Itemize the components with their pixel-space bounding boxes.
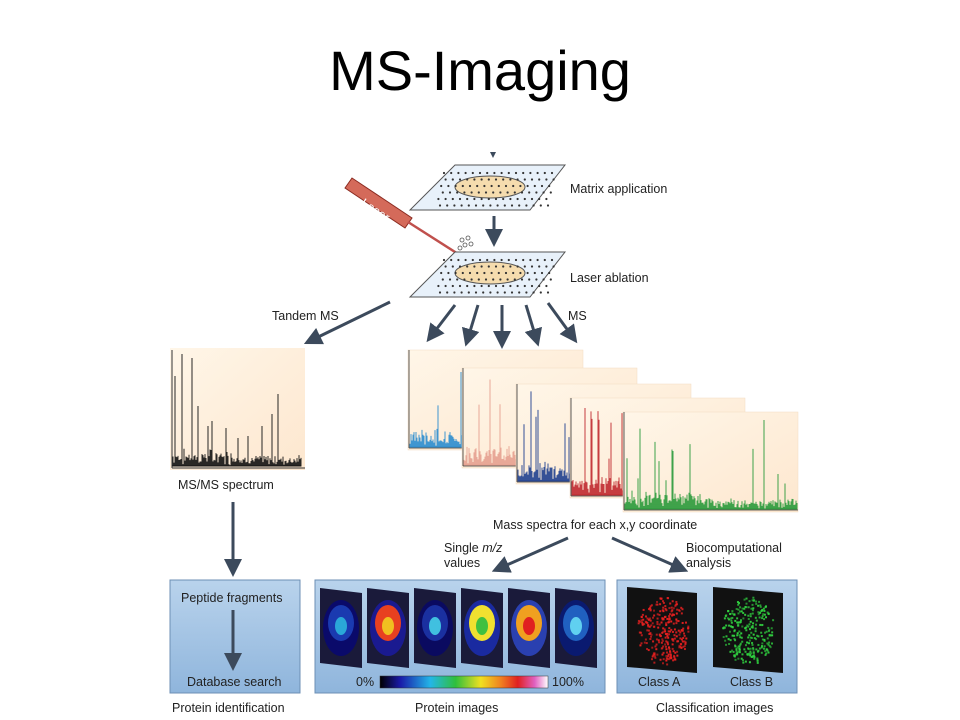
input-arrow-icon <box>490 152 496 158</box>
arrow-ms-4 <box>524 304 543 347</box>
label-class-a: Class A <box>638 675 681 689</box>
protein-images-panel <box>314 579 606 694</box>
ablation-slide <box>408 251 567 298</box>
msms-spectrum <box>170 348 305 470</box>
arrow-ms-2 <box>461 304 480 347</box>
label-biocomputational: Biocomputational <box>686 541 782 555</box>
arrow-ms-5 <box>546 302 578 344</box>
label-ms: MS <box>568 309 587 323</box>
label-single-mz: Single m/z <box>444 541 503 555</box>
mass-spectra-stack <box>407 349 799 513</box>
label-peptide-fragments: Peptide fragments <box>181 591 282 605</box>
label-protein-images: Protein images <box>415 701 498 715</box>
ablation-particles-icon <box>457 235 474 251</box>
label-matrix-application: Matrix application <box>570 182 667 196</box>
classification-panel <box>616 579 798 694</box>
arrow-to-classification <box>611 536 689 573</box>
arrow-tandem-ms <box>303 300 391 345</box>
matrix-slide <box>408 164 567 211</box>
label-protein-identification: Protein identification <box>172 701 285 715</box>
label-analysis: analysis <box>686 556 731 570</box>
label-database-search: Database search <box>187 675 282 689</box>
label-laser-ablation: Laser ablation <box>570 271 649 285</box>
label-scale-min: 0% <box>356 675 374 689</box>
label-tandem-ms: Tandem MS <box>272 309 339 323</box>
arrow-ms-1 <box>426 304 457 343</box>
intensity-scale-bar <box>379 675 549 689</box>
protein-identification-panel <box>169 579 301 694</box>
label-scale-max: 100% <box>552 675 584 689</box>
label-msms-spectrum: MS/MS spectrum <box>178 478 274 492</box>
label-values: values <box>444 556 480 570</box>
label-class-b: Class B <box>730 675 773 689</box>
label-mass-spectra: Mass spectra for each x,y coordinate <box>493 518 697 532</box>
label-classification-images: Classification images <box>656 701 773 715</box>
arrow-to-protein-images <box>491 536 569 573</box>
slide-title: MS-Imaging <box>329 39 631 102</box>
